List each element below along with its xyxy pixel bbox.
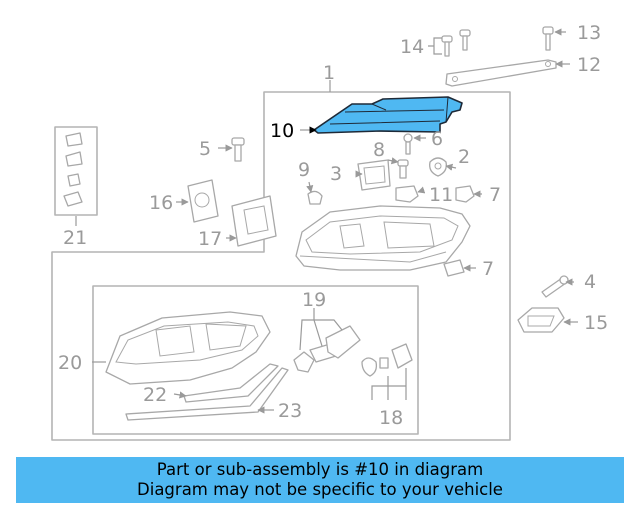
callout-1: 1 bbox=[323, 62, 335, 84]
part-23-strip bbox=[125, 367, 289, 421]
assembly-boundary bbox=[51, 91, 511, 441]
part-6-pin bbox=[403, 133, 413, 155]
part-14-clips bbox=[441, 29, 471, 57]
leader-2 bbox=[445, 163, 457, 171]
callout-16: 16 bbox=[149, 192, 173, 214]
callout-21: 21 bbox=[63, 227, 87, 249]
info-banner: Part or sub-assembly is #10 in diagram D… bbox=[16, 457, 624, 503]
part-10-trim-detail bbox=[329, 96, 449, 125]
callout-10: 10 bbox=[270, 120, 294, 142]
part-7-connector-lower bbox=[443, 259, 465, 277]
callout-7a: 7 bbox=[489, 184, 501, 206]
callout-22: 22 bbox=[143, 384, 167, 406]
callout-20: 20 bbox=[58, 352, 82, 374]
banner-line-1: Part or sub-assembly is #10 in diagram bbox=[156, 460, 484, 479]
part-8-bulb bbox=[397, 159, 409, 179]
callout-18: 18 bbox=[379, 407, 403, 429]
part-7-connector-upper bbox=[455, 185, 475, 203]
part-10-trim-highlight bbox=[313, 96, 463, 134]
callout-12: 12 bbox=[577, 54, 601, 76]
callout-14: 14 bbox=[400, 36, 424, 58]
part-9-cap bbox=[307, 190, 323, 205]
callout-8: 8 bbox=[373, 139, 385, 161]
callout-19: 19 bbox=[302, 289, 326, 311]
headlamp-detail-box bbox=[92, 285, 419, 435]
part-17-ballast bbox=[231, 195, 277, 247]
part-3-module bbox=[357, 159, 391, 191]
part-22-strip bbox=[183, 363, 279, 403]
fastener-kit-box bbox=[54, 126, 98, 216]
headlamp-assembly-upper bbox=[295, 205, 471, 271]
callout-17: 17 bbox=[198, 228, 222, 250]
callout-2: 2 bbox=[458, 146, 470, 168]
part-21-fasteners bbox=[63, 132, 83, 207]
callout-13: 13 bbox=[577, 22, 601, 44]
headlamp-assembly-lower bbox=[105, 311, 271, 385]
part-5-screw bbox=[231, 137, 245, 162]
callout-11: 11 bbox=[429, 184, 453, 206]
part-11-socket bbox=[395, 185, 419, 203]
part-12-bracket bbox=[445, 59, 557, 87]
part-19-components bbox=[293, 325, 361, 373]
callout-15: 15 bbox=[584, 312, 608, 334]
part-15-module bbox=[517, 307, 565, 333]
part-18-components bbox=[361, 343, 413, 377]
callout-5: 5 bbox=[199, 138, 211, 160]
callout-4: 4 bbox=[584, 271, 596, 293]
callout-6: 6 bbox=[431, 128, 443, 150]
callout-23: 23 bbox=[278, 400, 302, 422]
parts-diagram: 1 2 3 4 5 6 7 7 8 9 10 11 12 13 14 15 16… bbox=[51, 22, 608, 441]
callout-9: 9 bbox=[298, 159, 310, 181]
banner-line-2: Diagram may not be specific to your vehi… bbox=[137, 480, 503, 499]
part-2-grommet bbox=[429, 157, 447, 177]
callout-7b: 7 bbox=[482, 258, 494, 280]
part-4-bolt bbox=[541, 275, 569, 298]
part-13-bolt bbox=[542, 26, 554, 51]
part-16-bracket bbox=[187, 179, 219, 223]
callout-3: 3 bbox=[330, 163, 342, 185]
